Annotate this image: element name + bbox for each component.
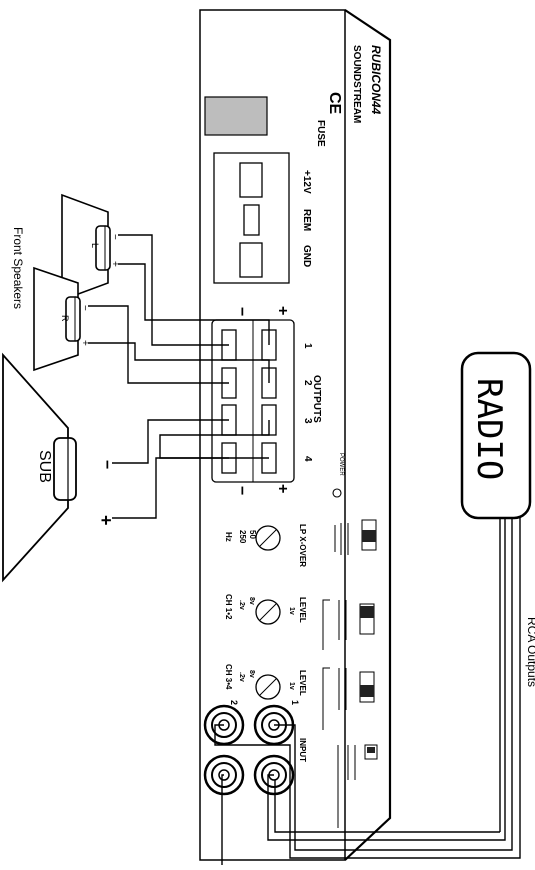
xover-freq-250: 250 — [238, 530, 247, 544]
polarity-minus-bottom: − — [233, 486, 250, 495]
polarity-plus-bottom: + — [274, 484, 291, 493]
fuse-label: FUSE — [315, 120, 326, 147]
input-number-2: 2 — [229, 700, 239, 705]
polarity-minus-top: − — [233, 307, 250, 316]
radio-unit — [460, 351, 532, 520]
rca-cables — [214, 518, 521, 865]
label-gnd: GND — [301, 245, 312, 267]
speaker-left-letter: L — [90, 243, 100, 248]
level-knob-ch34-icon[interactable] — [255, 674, 281, 700]
ch34-label: CH 3•4 — [224, 664, 233, 690]
fuse-slot — [204, 96, 268, 136]
sub-plus: + — [96, 515, 116, 526]
xover-knob-icon[interactable] — [255, 525, 281, 551]
front-speakers-label: Front Speakers — [11, 227, 25, 309]
speaker-right-icon — [33, 266, 81, 372]
input-label: INPUT — [298, 738, 307, 762]
channel-3: 3 — [302, 418, 313, 424]
radio-label: RADIO — [469, 378, 509, 480]
hz-label: Hz — [224, 532, 233, 542]
channel-4: 4 — [302, 456, 313, 462]
speaker-left-icon — [61, 193, 111, 302]
level-label-ch12: LEVEL — [298, 597, 307, 623]
ch12-label: CH 1•2 — [224, 594, 233, 620]
label-12v: +12V — [301, 170, 312, 194]
spk-right-minus: − — [79, 305, 90, 311]
amp-side — [344, 9, 392, 861]
speaker-wires — [88, 234, 270, 519]
level-value-2v-b: .2v — [238, 672, 245, 682]
channel-2: 2 — [302, 380, 313, 386]
power-led-icon — [332, 488, 342, 498]
rca-outputs-label: RCA Outputs — [525, 617, 535, 687]
level-value-8v: 8v — [248, 597, 255, 605]
outputs-label: OUTPUTS — [311, 375, 322, 423]
level-value-1v: 1v — [288, 607, 295, 615]
brand-name: SOUNDSTREAM — [351, 45, 362, 123]
model-name: RUBICON44 — [369, 45, 383, 115]
speaker-right-letter: R — [60, 315, 70, 322]
level-knob-ch12-icon[interactable] — [255, 599, 281, 625]
lp-xover-label: LP X-OVER — [298, 524, 307, 567]
terminal-gnd — [239, 242, 263, 278]
channel-1: 1 — [302, 343, 313, 349]
spk-left-minus: − — [109, 234, 120, 240]
spk-left-plus: + — [109, 261, 120, 267]
level-label-ch34: LEVEL — [298, 670, 307, 696]
level-value-2v: .2v — [238, 600, 245, 610]
label-rem: REM — [301, 209, 312, 231]
spk-right-plus: + — [79, 340, 90, 346]
power-indicator-label: POWER — [338, 453, 344, 476]
terminal-rem — [243, 204, 260, 236]
terminal-12v — [239, 162, 263, 198]
subwoofer-label: SUB — [36, 450, 53, 483]
level-value-1v-b: 1v — [288, 682, 295, 690]
sub-minus: − — [98, 460, 115, 469]
input-number-1: 1 — [290, 700, 300, 705]
xover-freq-50: 50 — [248, 530, 257, 539]
level-value-8v-b: 8v — [248, 670, 255, 678]
subwoofer-icon — [2, 352, 77, 583]
polarity-plus-top: + — [274, 306, 291, 315]
ce-mark: CE — [326, 92, 343, 115]
